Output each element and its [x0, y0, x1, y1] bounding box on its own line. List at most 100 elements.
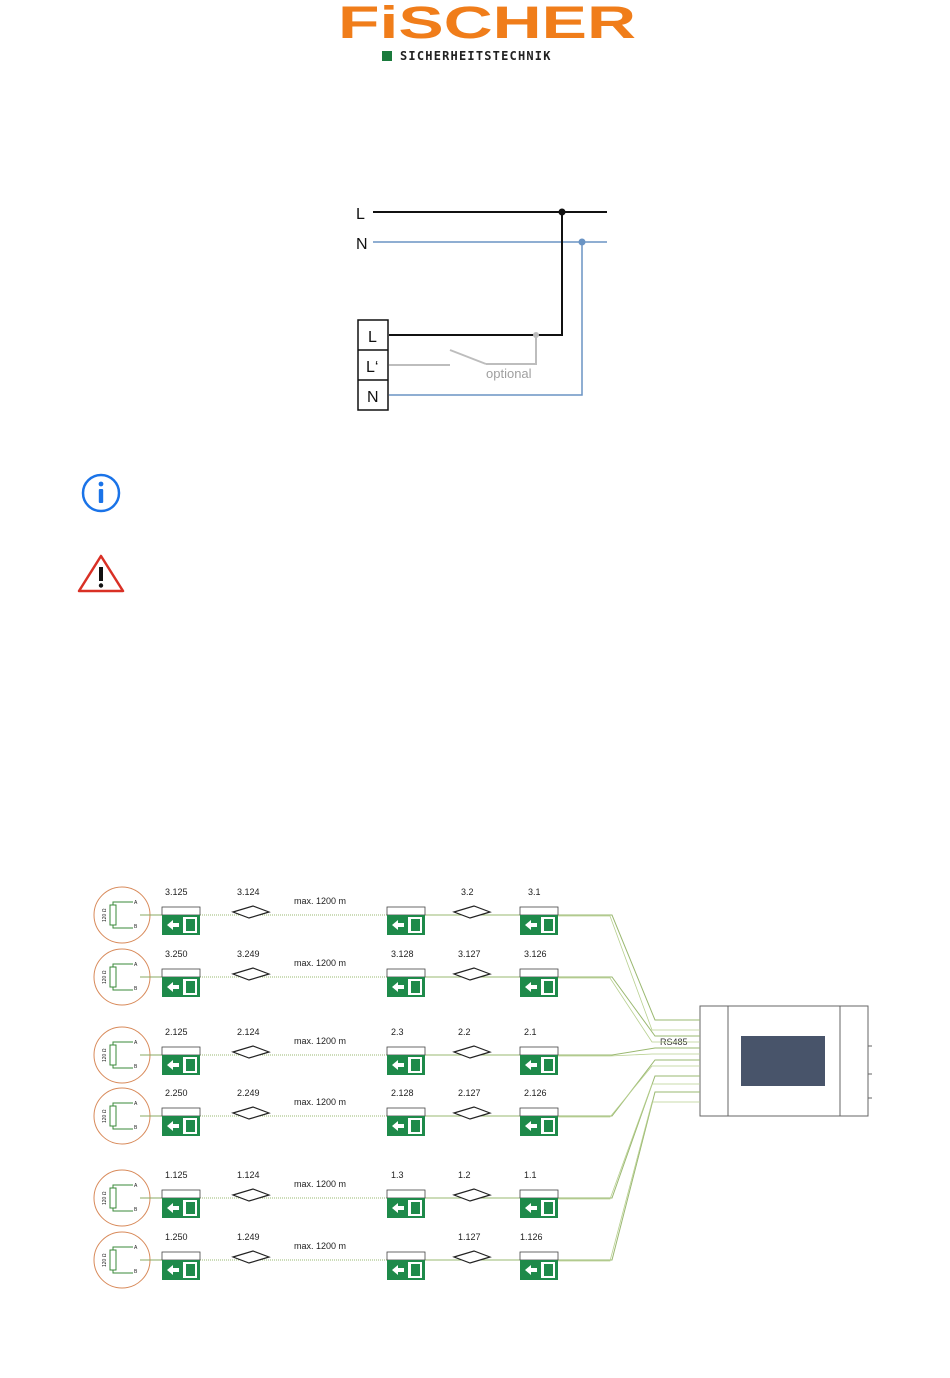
fischer-logo: FiSCHER [338, 0, 636, 44]
wire-n-terminal [389, 242, 583, 396]
pin-a-label: A [134, 1245, 138, 1251]
bus-line-to-controller [558, 1053, 700, 1057]
bus-line-to-controller [558, 1059, 700, 1117]
exit-sign [386, 1189, 426, 1218]
resistor-label: 120 Ω [102, 1109, 108, 1123]
bus-line-to-controller [558, 1075, 700, 1199]
device-address-label: 3.126 [524, 949, 547, 959]
line-l-label: L [356, 206, 365, 223]
cable-length-label: max. 1200 m [294, 958, 346, 968]
device-address-label: 1.250 [165, 1232, 188, 1242]
device-address-label: 2.126 [524, 1088, 547, 1098]
bus-row: A B 120 Ω max. 1200 m 3.250 3.249 3.128 3.127 3.… [93, 948, 700, 1043]
terminal-l-label: L [368, 329, 377, 346]
device-address-label: 1.3 [391, 1170, 404, 1180]
bus-line-to-controller [558, 914, 700, 1021]
exit-sign [386, 968, 426, 997]
bus-line-to-controller [558, 977, 700, 1043]
device-address-label: 1.124 [237, 1170, 260, 1180]
exit-sign [386, 906, 426, 935]
device-address-label: 2.250 [165, 1088, 188, 1098]
pin-b-label: B [134, 1269, 138, 1275]
exit-sign [519, 1189, 559, 1218]
bus-line-to-controller [558, 976, 700, 1037]
device-address-label: 1.126 [520, 1232, 543, 1242]
pin-a-label: A [134, 900, 138, 906]
logo-wordmark: FiSCHER [338, 0, 636, 44]
resistor-label: 120 Ω [102, 970, 108, 984]
bus-line-to-controller [558, 1047, 700, 1056]
pin-b-label: B [134, 1207, 138, 1213]
pin-b-label: B [134, 986, 138, 992]
exit-sign [519, 1107, 559, 1136]
logo-green-square [382, 51, 392, 61]
pin-a-label: A [134, 1040, 138, 1046]
device-address-label: 2.128 [391, 1088, 414, 1098]
cable-length-label: max. 1200 m [294, 1179, 346, 1189]
terminal-n-label: N [367, 389, 379, 406]
device-address-label: 3.2 [461, 887, 474, 897]
exit-sign [161, 1107, 201, 1136]
luminaire-device [231, 1250, 271, 1264]
exit-sign [519, 906, 559, 935]
device-address-label: 2.3 [391, 1027, 404, 1037]
exit-sign [386, 1046, 426, 1075]
terminal-block [357, 319, 389, 411]
exit-sign [161, 1189, 201, 1218]
terminator-resistor: A B 120 Ω [93, 948, 151, 1006]
pin-a-label: A [134, 1101, 138, 1107]
cable-length-label: max. 1200 m [294, 1097, 346, 1107]
luminaire-device [452, 1188, 492, 1202]
terminator-resistor: A B 120 Ω [93, 1087, 151, 1145]
device-address-label: 3.125 [165, 887, 188, 897]
exit-sign [161, 1251, 201, 1280]
luminaire-device [452, 1106, 492, 1120]
device-address-label: 2.2 [458, 1027, 471, 1037]
device-address-label: 3.250 [165, 949, 188, 959]
cable-length-label: max. 1200 m [294, 1036, 346, 1046]
exit-sign [161, 1046, 201, 1075]
pin-b-label: B [134, 924, 138, 930]
info-icon [81, 473, 121, 513]
terminator-resistor: A B 120 Ω [93, 1231, 151, 1289]
bus-line-to-controller [558, 1065, 700, 1118]
device-address-label: 2.127 [458, 1088, 481, 1098]
cable-length-label: max. 1200 m [294, 896, 346, 906]
exit-sign [161, 968, 201, 997]
device-address-label: 2.125 [165, 1027, 188, 1037]
resistor-label: 120 Ω [102, 1191, 108, 1205]
pin-b-label: B [134, 1125, 138, 1131]
luminaire-device [231, 905, 271, 919]
luminaire-device [231, 967, 271, 981]
bus-line-to-controller [558, 1091, 700, 1261]
luminaire-device [231, 1188, 271, 1202]
exit-sign [519, 1046, 559, 1075]
luminaire-device [452, 1045, 492, 1059]
device-address-label: 3.127 [458, 949, 481, 959]
bus-line-to-controller [558, 1083, 700, 1200]
pin-b-label: B [134, 1064, 138, 1070]
device-address-label: 1.2 [458, 1170, 471, 1180]
junction-switch [533, 332, 539, 338]
switch-contact [449, 349, 487, 365]
device-address-label: 3.1 [528, 887, 541, 897]
exit-sign [519, 968, 559, 997]
device-address-label: 2.124 [237, 1027, 260, 1037]
pin-a-label: A [134, 962, 138, 968]
optional-label: optional [486, 366, 532, 381]
resistor-label: 120 Ω [102, 1253, 108, 1267]
bus-line-to-controller [558, 915, 700, 1031]
luminaire-device [231, 1106, 271, 1120]
device-address-label: 1.125 [165, 1170, 188, 1180]
device-address-label: 1.249 [237, 1232, 260, 1242]
luminaire-device [452, 905, 492, 919]
device-address-label: 3.249 [237, 949, 260, 959]
device-address-label: 3.128 [391, 949, 414, 959]
resistor-label: 120 Ω [102, 908, 108, 922]
